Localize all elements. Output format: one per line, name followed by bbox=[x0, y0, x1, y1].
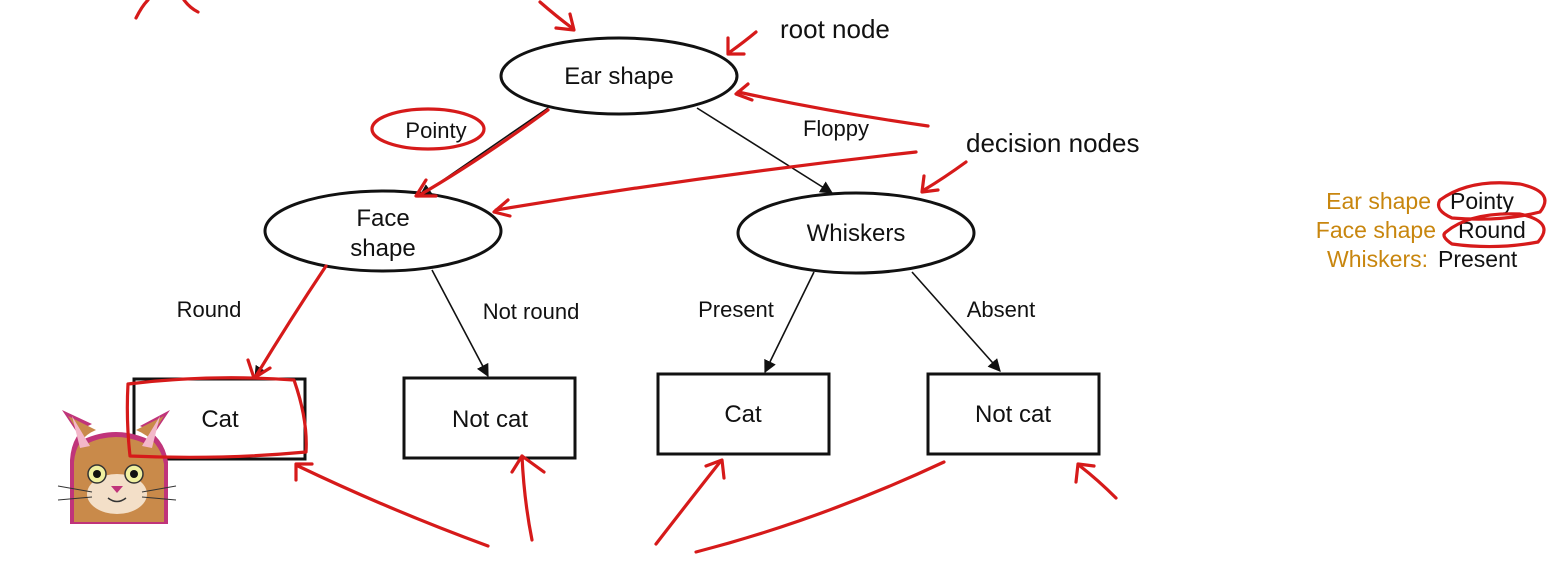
edge-label-not-round: Not round bbox=[483, 299, 580, 324]
edge-left-leaf2 bbox=[431, 269, 489, 378]
root-node-label: Ear shape bbox=[564, 63, 673, 90]
annotation-decision-nodes: decision nodes bbox=[966, 128, 1139, 158]
edge-label-round: Round bbox=[177, 297, 242, 322]
leaf-label: Not cat bbox=[452, 406, 528, 433]
decision-node-face-shape: Face shape bbox=[263, 189, 503, 273]
leaf-label: Not cat bbox=[975, 401, 1051, 428]
root-node: Ear shape bbox=[499, 36, 739, 116]
decision-node-whiskers: Whiskers bbox=[736, 191, 976, 275]
edge-label-pointy: Pointy bbox=[405, 118, 466, 143]
face-shape-label-line2: shape bbox=[350, 235, 415, 262]
example-features: Ear shape Pointy Face shape Round Whiske… bbox=[1316, 188, 1526, 272]
edge-right-leaf4 bbox=[911, 271, 1001, 372]
leaf-label: Cat bbox=[201, 406, 239, 433]
example-key: Face shape bbox=[1316, 217, 1436, 243]
leaf-node: Cat bbox=[656, 372, 831, 456]
leaf-node: Not cat bbox=[402, 376, 577, 460]
whiskers-label: Whiskers bbox=[807, 220, 906, 247]
example-key: Ear shape bbox=[1326, 188, 1431, 214]
cat-face-icon bbox=[57, 410, 177, 524]
leaf-node: Not cat bbox=[926, 372, 1101, 456]
face-shape-label-line1: Face bbox=[356, 205, 409, 232]
example-key: Whiskers: bbox=[1327, 246, 1428, 272]
example-value: Round bbox=[1458, 217, 1526, 243]
leaf-label: Cat bbox=[724, 401, 762, 428]
edge-label-floppy: Floppy bbox=[803, 116, 869, 141]
edge-label-absent: Absent bbox=[967, 297, 1036, 322]
example-value: Pointy bbox=[1450, 188, 1514, 214]
example-value: Present bbox=[1438, 246, 1518, 272]
red-ink-annotations bbox=[125, 0, 1547, 554]
edge-root-right bbox=[696, 107, 834, 194]
annotation-root-node: root node bbox=[780, 14, 890, 44]
edge-right-leaf3 bbox=[764, 271, 815, 374]
edge-label-present: Present bbox=[698, 297, 774, 322]
